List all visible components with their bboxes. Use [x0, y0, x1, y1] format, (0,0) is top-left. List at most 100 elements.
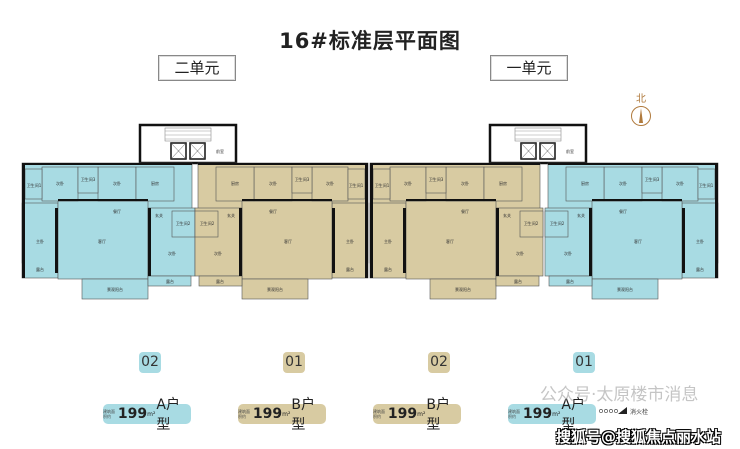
room-label: 厨房 [581, 180, 589, 186]
room-bedroom [253, 166, 293, 202]
room-label: 卫生间1 [699, 182, 714, 188]
room-label: 卫生间1 [375, 182, 390, 188]
room-label: 露台 [384, 266, 392, 272]
room-label: 玄关 [503, 212, 511, 218]
room-label: 次卧 [113, 180, 121, 186]
room-label: 次卧 [168, 250, 176, 256]
area-caption: 建筑面积约 [238, 409, 250, 419]
elevator-cross [539, 142, 556, 160]
room-kitchen [215, 166, 255, 202]
room-label: 次卧 [269, 180, 277, 186]
apartment-number: 01 [573, 352, 595, 373]
room-label: 露台 [346, 266, 354, 272]
wall [715, 163, 718, 278]
room-label: 餐厅 [113, 208, 121, 214]
type-name: A户型 [156, 397, 180, 433]
area-caption: 建筑面积约 [103, 409, 115, 419]
wall [370, 163, 373, 278]
wall [548, 163, 718, 165]
room-label: 卫生间3 [429, 176, 444, 182]
north-label: 北 [636, 94, 646, 105]
legend-mark [609, 409, 613, 413]
room-living [57, 200, 149, 280]
type-name: B户型 [426, 397, 450, 433]
room-label: 次卧 [56, 180, 64, 186]
area-value: 199 [117, 406, 148, 422]
room-label: 次卧 [516, 250, 524, 256]
area-caption: 建筑面积约 [508, 409, 520, 419]
room-bath [544, 210, 569, 238]
room-label: 卫生间1 [349, 182, 364, 188]
room-terrace [147, 275, 192, 287]
room-label: 客厅 [634, 238, 642, 244]
room-label: 次卧 [404, 180, 412, 186]
hydrant-legend: 消火栓 [630, 409, 649, 416]
apartment-number: 02 [139, 352, 161, 373]
room-master [21, 202, 59, 279]
wall [239, 208, 242, 276]
room-label: 前室 [566, 148, 574, 154]
room-balcony [81, 278, 149, 300]
room-bath [291, 166, 313, 194]
area-value: 199 [522, 406, 553, 422]
room-kitchen [483, 166, 523, 202]
room-label: 卫生间3 [645, 176, 660, 182]
room-living [241, 200, 333, 280]
legend-mark [604, 409, 608, 413]
wall [496, 208, 499, 276]
room-balcony [241, 278, 309, 300]
watermark-wechat: 公众号·太原楼市消息 [540, 385, 699, 405]
room-living [405, 200, 497, 280]
room-kitchen [135, 166, 175, 202]
room-label: 卫生间1 [27, 182, 42, 188]
room-label: 客厅 [446, 238, 454, 244]
room-bedroom [389, 166, 427, 202]
room-label: 卫生间2 [524, 220, 539, 226]
room-label: 客厅 [98, 238, 106, 244]
wall [55, 208, 58, 273]
room-balcony [591, 278, 659, 300]
wall [22, 163, 25, 278]
room-label: 卫生间2 [200, 220, 215, 226]
room-terrace [198, 275, 243, 287]
elevator-cross [189, 142, 206, 160]
elevator-cross [520, 142, 537, 160]
room-master [331, 202, 369, 279]
wall [198, 163, 368, 165]
room-label: 次卧 [214, 250, 222, 256]
room-label: 景观阳台 [267, 286, 283, 292]
wall [370, 163, 540, 165]
room-label: 主卧 [384, 238, 392, 244]
room-label: 景观阳台 [455, 286, 471, 292]
area-unit: m² [147, 410, 156, 418]
legend-mark [599, 409, 603, 413]
area-value: 199 [387, 406, 418, 422]
room-bedroom [97, 166, 137, 202]
room-bath [77, 166, 99, 194]
room-label: 露台 [216, 278, 224, 284]
area-value: 199 [252, 406, 283, 422]
unit-1-tag: 一单元 [490, 55, 568, 81]
room-label: 厨房 [151, 180, 159, 186]
legend-mark [614, 409, 618, 413]
wall [589, 208, 592, 276]
room-balcony [429, 278, 497, 300]
room-label: 主卧 [36, 238, 44, 244]
room-label: 次卧 [619, 180, 627, 186]
room-label: 露台 [514, 278, 522, 284]
room-bedroom [445, 166, 485, 202]
room-bath [519, 210, 544, 238]
room-label: 次卧 [461, 180, 469, 186]
room-label: 景观阳台 [617, 286, 633, 292]
page-title: 16#标准层平面图 [279, 29, 461, 53]
wall [403, 208, 406, 273]
room-bath [194, 210, 219, 238]
wall [592, 199, 682, 201]
wall [58, 199, 148, 201]
room-label: 次卧 [564, 250, 572, 256]
area-unit: m² [552, 410, 561, 418]
room-label: 卫生间3 [81, 176, 96, 182]
